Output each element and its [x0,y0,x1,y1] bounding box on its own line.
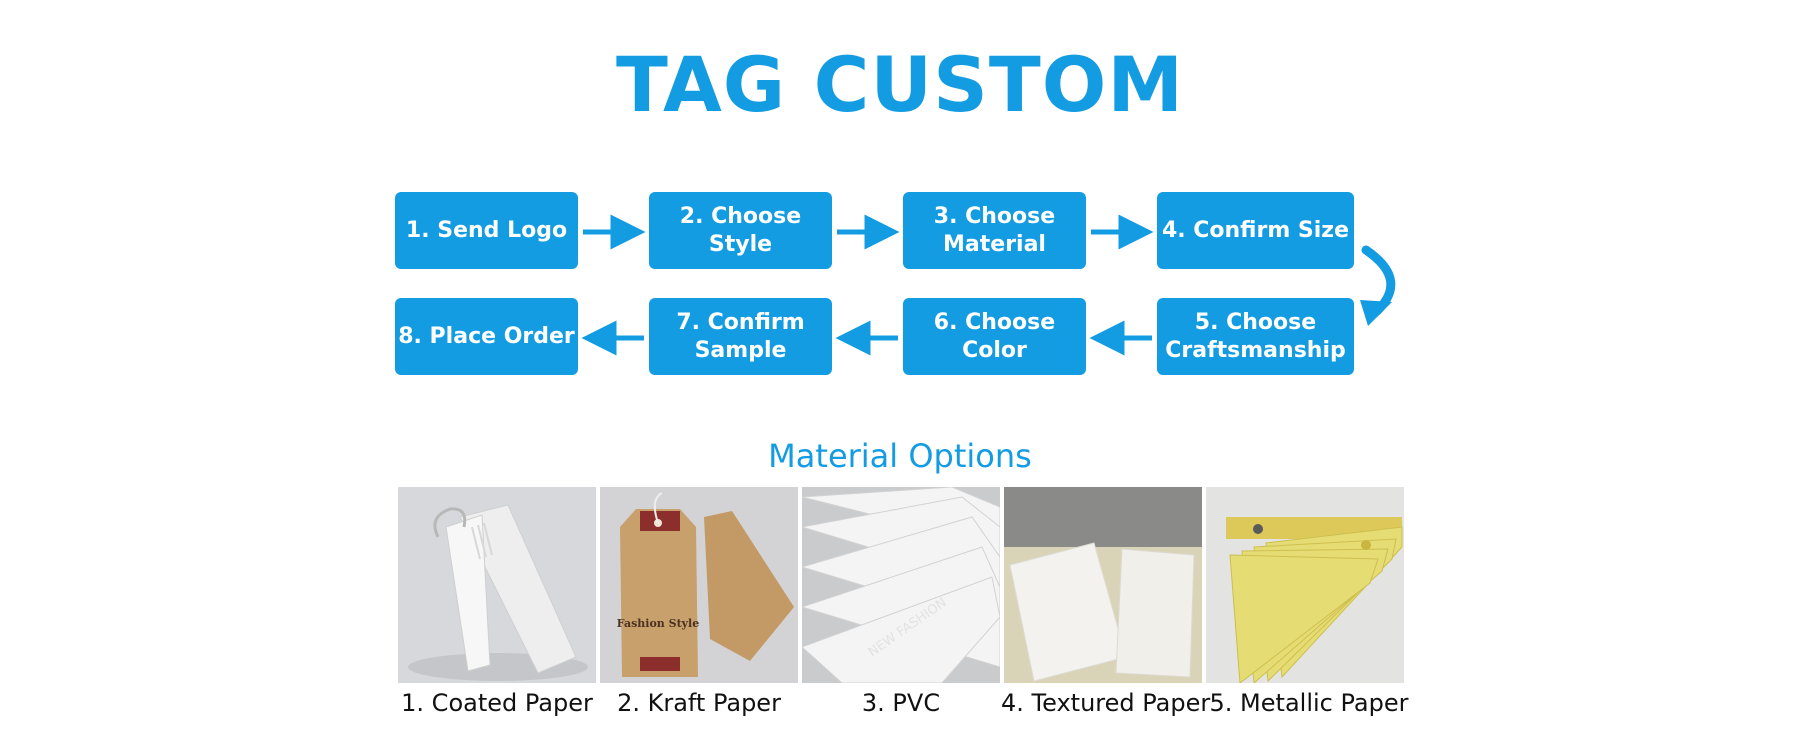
pvc-photo: NEW FASHION [802,487,1000,683]
kraft-paper-photo: Fashion Style [600,487,798,683]
step-choose-craftsmanship: 5. Choose Craftsmanship [1157,298,1354,375]
step-choose-color: 6. Choose Color [903,298,1086,375]
material-caption-coated: 1. Coated Paper [401,689,593,717]
step-choose-style: 2. Choose Style [649,192,832,269]
textured-paper-photo [1004,487,1202,683]
step-confirm-sample: 7. Confirm Sample [649,298,832,375]
step-send-logo: 1. Send Logo [395,192,578,269]
arrow-curve-down [1361,245,1396,317]
material-caption-kraft: 2. Kraft Paper [617,689,781,717]
material-caption-textured: 4. Textured Paper [1001,689,1211,717]
page-title: TAG CUSTOM [616,40,1184,129]
kraft-tag-text: Fashion Style [617,617,699,630]
step-place-order: 8. Place Order [395,298,578,375]
material-caption-pvc: 3. PVC [861,689,941,717]
coated-paper-photo [398,487,596,683]
material-caption-metallic: 5. Metallic Paper [1209,689,1409,717]
material-options-heading: Material Options [768,437,1032,475]
step-choose-material: 3. Choose Material [903,192,1086,269]
step-confirm-size: 4. Confirm Size [1157,192,1354,269]
metallic-paper-photo [1206,487,1404,683]
